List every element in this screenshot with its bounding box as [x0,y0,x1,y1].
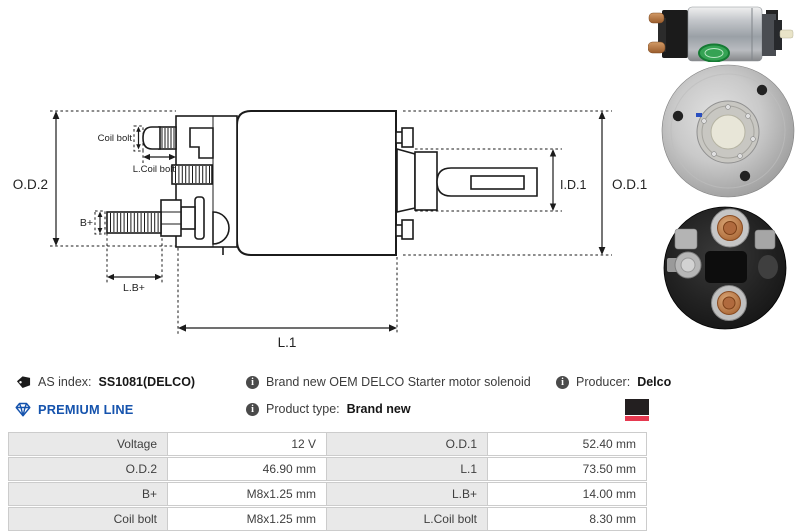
table-row: B+ M8x1.25 mm L.B+ 14.00 mm [8,482,649,506]
brand-logo [625,399,649,415]
spec-value: 12 V [167,432,327,456]
coil-terminal [171,164,213,185]
producer-value: Delco [637,375,672,389]
l-coil-bolt-label: L.Coil bolt [133,164,176,175]
dimension-extension-lines [50,110,612,334]
product-photo-terminal-end[interactable] [655,203,797,333]
od1-label: O.D.1 [612,177,647,192]
info-row-1: AS index: SS1081(DELCO) i Brand new OEM … [0,372,800,392]
b-plus-terminal [106,196,205,240]
spec-table: Voltage 12 V O.D.1 52.40 mm O.D.2 46.90 … [8,432,649,532]
spec-value: 52.40 mm [487,432,647,456]
product-type-value: Brand new [346,402,411,416]
coil-bolt-stud [142,126,177,150]
spec-value: 46.90 mm [167,457,327,481]
l-b-plus-label: L.B+ [123,282,145,294]
spec-label: Coil bolt [8,507,168,531]
brand-logo-underline [625,416,649,421]
solenoid-dimension-diagram: O.D.2 O.D.1 I.D.1 Coil bolt L.Coil bolt … [13,110,647,350]
solenoid-body-outline [236,110,397,256]
body-side-bolts [395,127,414,240]
table-row: O.D.2 46.90 mm L.1 73.50 mm [8,457,649,481]
product-description: i Brand new OEM DELCO Starter motor sole… [246,372,531,392]
front-bracket [175,115,238,255]
spec-value: 8.30 mm [487,507,647,531]
premium-line-badge[interactable]: PREMIUM LINE [15,399,134,419]
spec-value: 73.50 mm [487,457,647,481]
info-icon: i [246,375,259,389]
producer-label: Producer: [576,375,631,389]
spec-value: M8x1.25 mm [167,482,327,506]
as-index-label: AS index: [38,375,92,389]
producer: i Producer: Delco [556,372,671,392]
product-photo-front-disc[interactable] [652,60,800,202]
b-plus-label: B+ [80,217,93,229]
premium-diamond-icon [15,402,31,416]
info-row-2: PREMIUM LINE i Product type: Brand new [0,399,800,419]
spec-label: O.D.2 [8,457,168,481]
description-text: Brand new OEM DELCO Starter motor soleno… [266,375,531,389]
spec-label: L.B+ [326,482,488,506]
spec-label: Voltage [8,432,168,456]
product-type-label: Product type: [266,402,340,416]
spec-value: 14.00 mm [487,482,647,506]
info-icon: i [246,402,259,416]
table-row: Voltage 12 V O.D.1 52.40 mm [8,432,649,456]
as-index: AS index: SS1081(DELCO) [16,372,195,392]
coil-bolt-label: Coil bolt [98,133,133,144]
plunger-shaft [396,147,538,213]
spec-label: L.Coil bolt [326,507,488,531]
spec-label: O.D.1 [326,432,488,456]
as-index-value: SS1081(DELCO) [98,375,196,389]
table-row: Coil bolt M8x1.25 mm L.Coil bolt 8.30 mm [8,507,649,531]
product-photo-side-view[interactable] [648,4,796,62]
info-icon: i [556,375,569,389]
product-type: i Product type: Brand new [246,399,411,419]
id1-label: I.D.1 [560,178,586,192]
l1-label: L.1 [278,335,297,350]
premium-line-label: PREMIUM LINE [38,401,134,417]
tag-icon [16,375,31,388]
spec-label: B+ [8,482,168,506]
dimension-lines [52,111,606,332]
od2-label: O.D.2 [13,177,48,192]
spec-label: L.1 [326,457,488,481]
spec-value: M8x1.25 mm [167,507,327,531]
